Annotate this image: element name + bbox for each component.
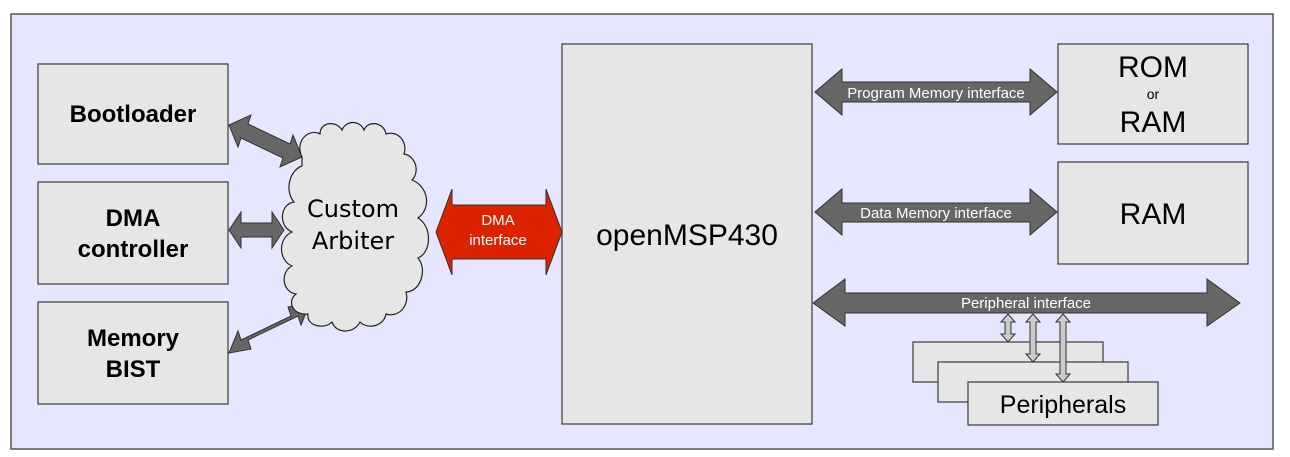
- bootloader-box: [37, 63, 229, 165]
- data-memory-box: [1057, 161, 1249, 265]
- dma-interface-label-line1: DMA: [481, 212, 514, 229]
- memory-bist-block: Memory BIST: [37, 301, 229, 405]
- program-memory-label-middle: or: [1147, 86, 1160, 102]
- bootloader-block: Bootloader: [37, 63, 229, 165]
- peripheral-box-front: [967, 381, 1159, 426]
- data-memory-interface-arrow: Data Memory interface: [814, 187, 1058, 237]
- memory-bist-label-line1: Memory: [87, 325, 180, 352]
- openmsp430-label: openMSP430: [596, 219, 778, 252]
- program-memory-label-top: ROM: [1118, 51, 1188, 84]
- memory-bist-label-line2: BIST: [106, 356, 161, 383]
- program-memory-arrow-shape: [814, 67, 1058, 117]
- openmsp430-box: [561, 43, 813, 425]
- program-memory-interface-arrow: Program Memory interface: [814, 67, 1058, 117]
- bootloader-label: Bootloader: [70, 101, 197, 128]
- program-memory-interface-label: Program Memory interface: [847, 85, 1025, 102]
- custom-arbiter-cloud: Custom Arbiter: [280, 121, 430, 332]
- peripheral-link-arrow-2: [1024, 313, 1042, 363]
- dma-controller-block: DMA controller: [37, 181, 229, 285]
- dma-interface-arrow: DMA interface: [435, 188, 563, 276]
- memory-bist-box: [37, 301, 229, 405]
- arbiter-label-line2: Arbiter: [312, 227, 394, 255]
- peripheral-interface-label: Peripheral interface: [961, 295, 1091, 312]
- peripheral-interface-arrow: Peripheral interface: [812, 278, 1241, 327]
- program-memory-label-bottom: RAM: [1120, 106, 1187, 139]
- data-memory-block: RAM: [1057, 161, 1249, 265]
- arbiter-label-line1: Custom: [307, 195, 399, 223]
- dma-controller-label-line2: controller: [78, 236, 189, 263]
- cloud-shape: [280, 121, 430, 332]
- dma-controller-box: [37, 181, 229, 285]
- program-memory-block: ROM or RAM: [1057, 43, 1249, 145]
- peripheral-link-arrow-1: [999, 313, 1017, 343]
- openmsp430-block: openMSP430: [561, 43, 813, 425]
- data-memory-interface-label: Data Memory interface: [860, 205, 1012, 222]
- peripheral-arrow-shape: [812, 278, 1241, 327]
- dma-controller-arbiter-arrow: [228, 210, 285, 250]
- peripheral-link-arrow-3: [1054, 313, 1072, 383]
- program-memory-box: [1057, 43, 1249, 145]
- peripherals-stack: Peripherals: [912, 341, 1159, 426]
- peripherals-label: Peripherals: [1000, 391, 1126, 419]
- data-memory-label: RAM: [1120, 198, 1187, 231]
- dma-controller-label-line1: DMA: [106, 205, 161, 232]
- dma-interface-label-line2: interface: [469, 232, 527, 249]
- data-memory-arrow-shape: [814, 187, 1058, 237]
